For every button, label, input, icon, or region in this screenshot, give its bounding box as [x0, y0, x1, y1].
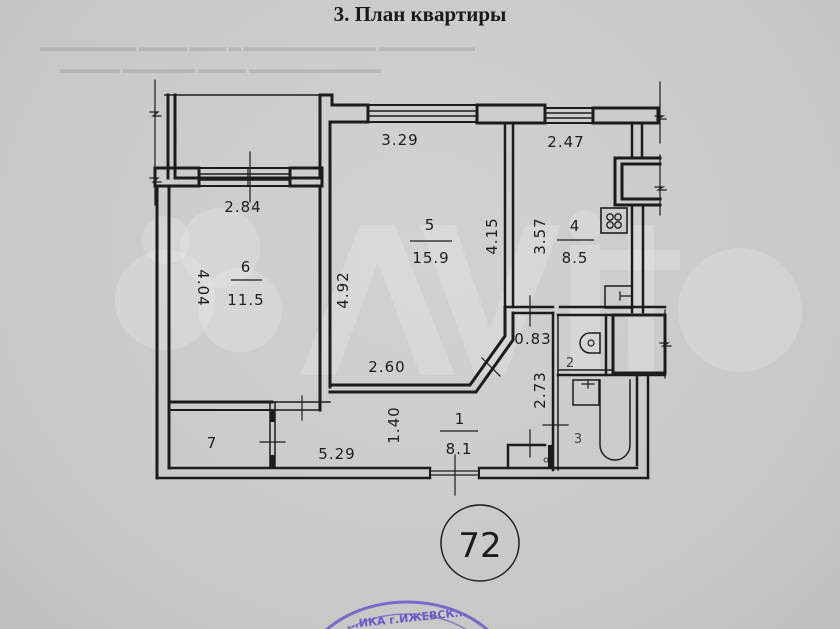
avito-watermark: [115, 208, 802, 375]
room-1-number: 1: [455, 410, 466, 428]
walls: [149, 79, 672, 496]
dim-corridor-small: 0.83: [514, 330, 551, 348]
room-5-area: 15.9: [412, 249, 449, 267]
room-1-area: 8.1: [446, 440, 473, 458]
dim-kitchen-width: 2.47: [547, 133, 584, 151]
room-4-area: 8.5: [562, 249, 589, 267]
room-labels: 6 11.5 5 15.9 4 8.5 1 8.1 2 3 7: [207, 216, 594, 458]
dim-room6-width: 2.84: [224, 198, 261, 216]
dimension-labels: 2.84 4.04 3.29 4.92 4.15 2.60 2.47 3.57 …: [194, 131, 584, 463]
room-7-number: 7: [207, 434, 218, 452]
official-stamp: ...ИКА г.ИЖЕВСК...: [325, 600, 489, 629]
stove-icon: [600, 207, 628, 234]
dim-room5-length-right: 4.15: [483, 217, 501, 254]
bleed-through-text: ▬▬▬▬▬ ▬▬▬▬▬▬ ▬▬▬▬ ▬▬▬▬▬▬▬▬▬▬▬: [60, 62, 381, 76]
dim-corridor-long: 5.29: [318, 445, 355, 463]
room-2-number: 2: [566, 356, 574, 371]
bathtub-icon: [599, 379, 631, 461]
dim-room6-length: 4.04: [194, 269, 212, 306]
room-6-area: 11.5: [227, 291, 264, 309]
dim-corridor-length: 2.73: [531, 371, 549, 408]
room-4-number: 4: [570, 217, 581, 235]
dim-corridor-width: 1.40: [385, 406, 403, 443]
dim-kitchen-length: 3.57: [531, 217, 549, 254]
bleed-through-text: ▬▬▬▬▬▬▬▬ ▬▬▬▬ ▬▬▬ ▬ ▬▬▬▬▬▬▬▬▬▬▬ ▬▬▬▬▬▬▬▬: [40, 40, 475, 54]
room-5-number: 5: [425, 216, 436, 234]
apartment-number: 72: [458, 526, 501, 566]
dim-room5-bottom: 2.60: [368, 358, 405, 376]
dim-room5-width: 3.29: [381, 131, 418, 149]
room-6-number: 6: [241, 258, 252, 276]
bathroom-sink-icon: [572, 379, 600, 406]
dim-room5-length-left: 4.92: [334, 271, 352, 308]
kitchen-sink-icon: [604, 285, 633, 309]
room-3-number: 3: [574, 432, 582, 447]
apartment-number-badge: 72: [440, 504, 520, 582]
page-title: 3. План квартиры: [333, 2, 507, 26]
toilet-icon: [579, 332, 601, 354]
